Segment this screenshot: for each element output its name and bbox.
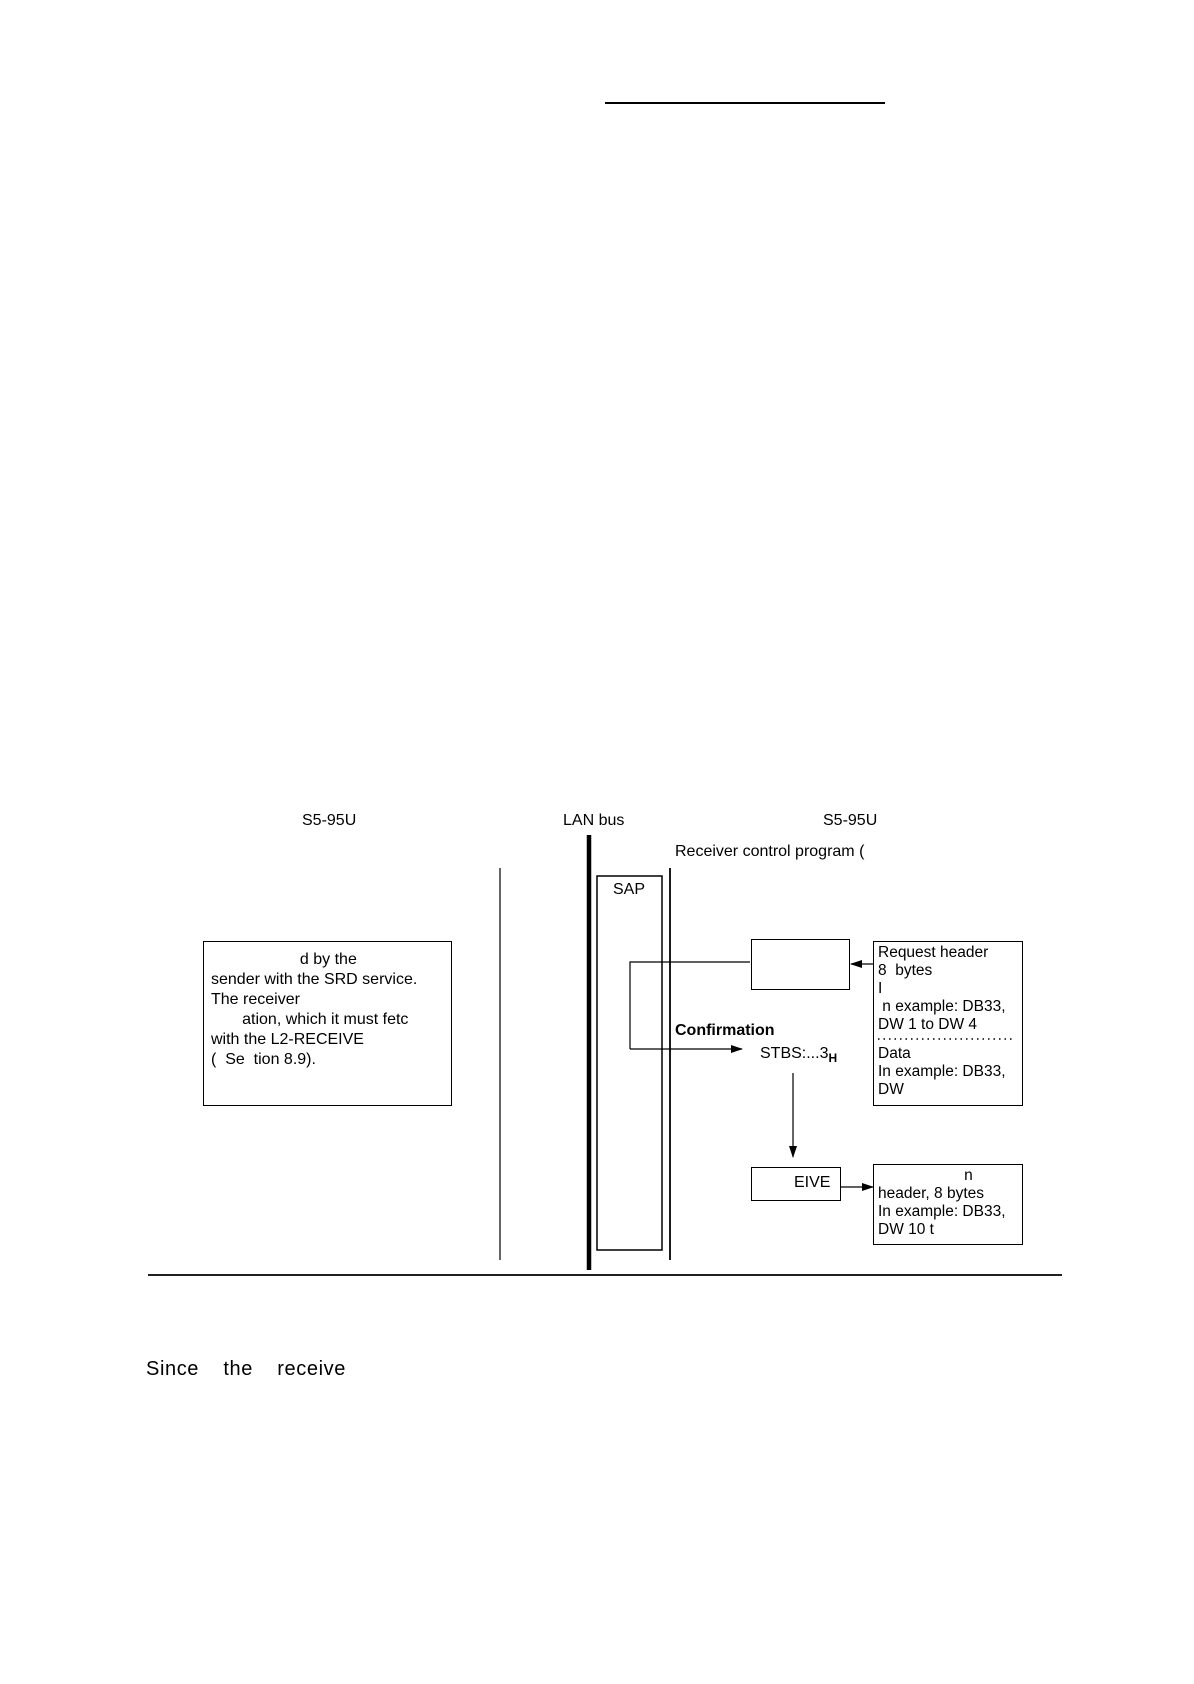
right-station-label: S5-95U — [823, 812, 878, 829]
request-header-box — [873, 941, 1023, 1106]
receive-block-box — [751, 1167, 841, 1201]
request-header-text: Request header 8 bytes I n example: DB33… — [878, 944, 1006, 1034]
stbs-value: STBS:...3 — [760, 1045, 829, 1062]
sap-rect — [596, 875, 663, 1251]
request-connector — [629, 961, 750, 1049]
response-line: DW 10 t — [878, 1221, 934, 1238]
sap-label: SAP — [613, 881, 646, 898]
response-line: n — [878, 1167, 973, 1184]
note-box — [203, 941, 452, 1106]
request-line: DW 1 to DW 4 — [878, 1016, 978, 1033]
confirmation-label: Confirmation — [675, 1022, 775, 1039]
data-line: DW — [878, 1081, 904, 1098]
note-line: ation, which it must fetc — [211, 1011, 409, 1028]
function-block-box — [751, 939, 850, 990]
stbs-status: STBS:...3H — [760, 1044, 838, 1065]
request-data-text: Data In example: DB33, DW — [878, 1045, 1006, 1099]
note-line: The receiver — [211, 991, 300, 1008]
body-paragraph: Since the receive — [146, 1358, 346, 1380]
data-line: Data — [878, 1045, 911, 1062]
left-station-label: S5-95U — [302, 812, 357, 829]
request-line: n example: DB33, — [878, 998, 1006, 1015]
request-line: Request header — [878, 944, 989, 961]
note-line: with the L2-RECEIVE — [211, 1031, 364, 1048]
response-line: header, 8 bytes — [878, 1185, 984, 1202]
eive-label: EIVE — [794, 1174, 831, 1191]
data-line: In example: DB33, — [878, 1063, 1006, 1080]
receiver-program-label: Receiver control program ( — [675, 843, 865, 860]
response-line: In example: DB33, — [878, 1203, 1006, 1220]
response-header-box — [873, 1164, 1023, 1245]
request-line: I — [878, 980, 883, 997]
stbs-subscript: H — [828, 1051, 838, 1065]
note-line: d by the — [211, 951, 357, 968]
note-line: sender with the SRD service. — [211, 971, 418, 988]
note-text: d by the sender with the SRD service. Th… — [211, 950, 417, 1070]
bus-label: LAN bus — [563, 812, 625, 829]
note-line: ( Se tion 8.9). — [211, 1051, 316, 1068]
header-rule — [605, 102, 885, 104]
request-line: 8 bytes — [878, 962, 933, 979]
response-header-text: n header, 8 bytes In example: DB33, DW 1… — [878, 1167, 1006, 1239]
